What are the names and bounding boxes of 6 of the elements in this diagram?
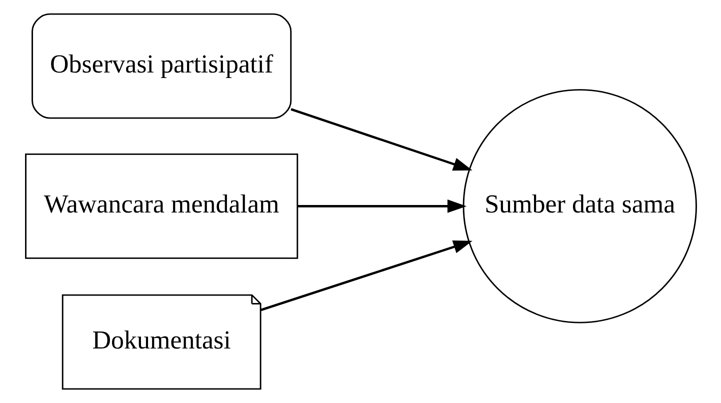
node-box: Observasi partisipatif [31, 13, 292, 119]
arrow [297, 200, 466, 213]
node-circle: Sumber data sama [462, 89, 696, 324]
node-box: Wawancara mendalam [24, 153, 298, 259]
arrow [260, 240, 472, 312]
arrow [290, 108, 472, 171]
